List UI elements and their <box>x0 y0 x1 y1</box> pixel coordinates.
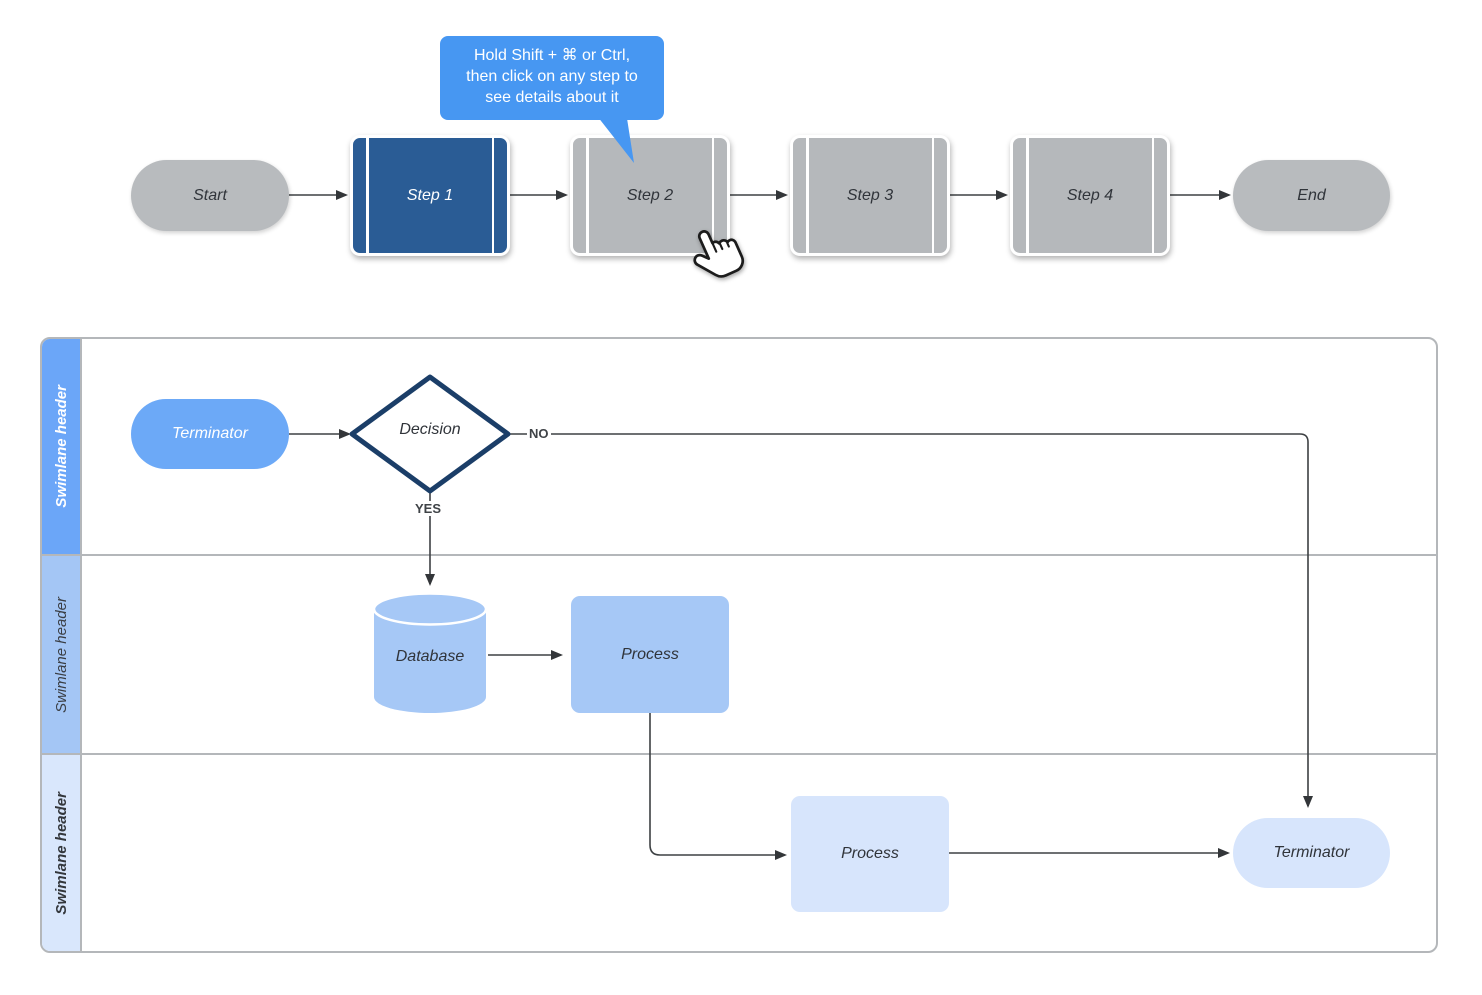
database-label: Database <box>395 648 465 665</box>
swimlane-header-3: Swimlane header <box>42 755 80 951</box>
step-2-label: Step 2 <box>626 186 674 204</box>
end-node-label: End <box>1297 186 1326 204</box>
edge-decision-no-terminator3 <box>508 433 1313 808</box>
process-2-label: Process <box>621 645 679 663</box>
decision-label: Decision <box>399 421 461 438</box>
step-1-label: Step 1 <box>406 186 454 204</box>
hand-cursor-icon <box>693 230 745 278</box>
lane-header-separator <box>80 339 82 951</box>
start-node-label: Start <box>193 186 227 204</box>
step-4-label: Step 4 <box>1066 186 1114 204</box>
edge-label-yes: YES <box>413 501 444 516</box>
end-node[interactable]: End <box>1233 160 1390 231</box>
step-inner-line <box>711 138 714 253</box>
process-3-node[interactable]: Process <box>791 796 949 912</box>
step-3-node[interactable]: Step 3 <box>790 135 950 256</box>
decision-diamond-shape[interactable] <box>349 374 511 494</box>
step-inner-line <box>586 138 589 253</box>
process-3-label: Process <box>841 845 899 862</box>
step-4-node[interactable]: Step 4 <box>1010 135 1170 256</box>
database-cylinder-shape[interactable] <box>372 592 488 714</box>
step-inner-line <box>366 138 369 253</box>
terminator-3-node[interactable]: Terminator <box>1233 818 1390 888</box>
step-inner-line <box>491 138 494 253</box>
terminator-1-label: Terminator <box>172 425 248 442</box>
process-2-node[interactable]: Process <box>571 596 729 713</box>
decision-node-label-box[interactable]: Decision <box>352 421 508 439</box>
edge-process2-process3 <box>649 713 787 860</box>
lane-divider <box>42 753 1436 755</box>
terminator-1-node[interactable]: Terminator <box>131 399 289 469</box>
hint-tooltip-line: then click on any step to <box>466 68 638 85</box>
database-node-label-box[interactable]: Database <box>372 648 488 666</box>
step-inner-line <box>1151 138 1154 253</box>
step-inner-line <box>931 138 934 253</box>
terminator-3-label: Terminator <box>1273 844 1350 861</box>
start-node[interactable]: Start <box>131 160 289 231</box>
step-inner-line <box>1026 138 1029 253</box>
hint-tooltip-line: Hold Shift + ⌘ or Ctrl, <box>473 47 631 64</box>
step-3-label: Step 3 <box>846 186 894 204</box>
swimlane-header-1: Swimlane header <box>42 339 80 554</box>
step-inner-line <box>806 138 809 253</box>
step-1-node[interactable]: Step 1 <box>350 135 510 256</box>
swimlane-header-2: Swimlane header <box>42 556 80 753</box>
tooltip-tail <box>594 112 634 163</box>
edge-label-no: NO <box>527 426 551 441</box>
hint-tooltip: Hold Shift + ⌘ or Ctrl, then click on an… <box>440 36 664 120</box>
hint-tooltip-line: see details about it <box>485 89 619 106</box>
lane-divider <box>42 554 1436 556</box>
